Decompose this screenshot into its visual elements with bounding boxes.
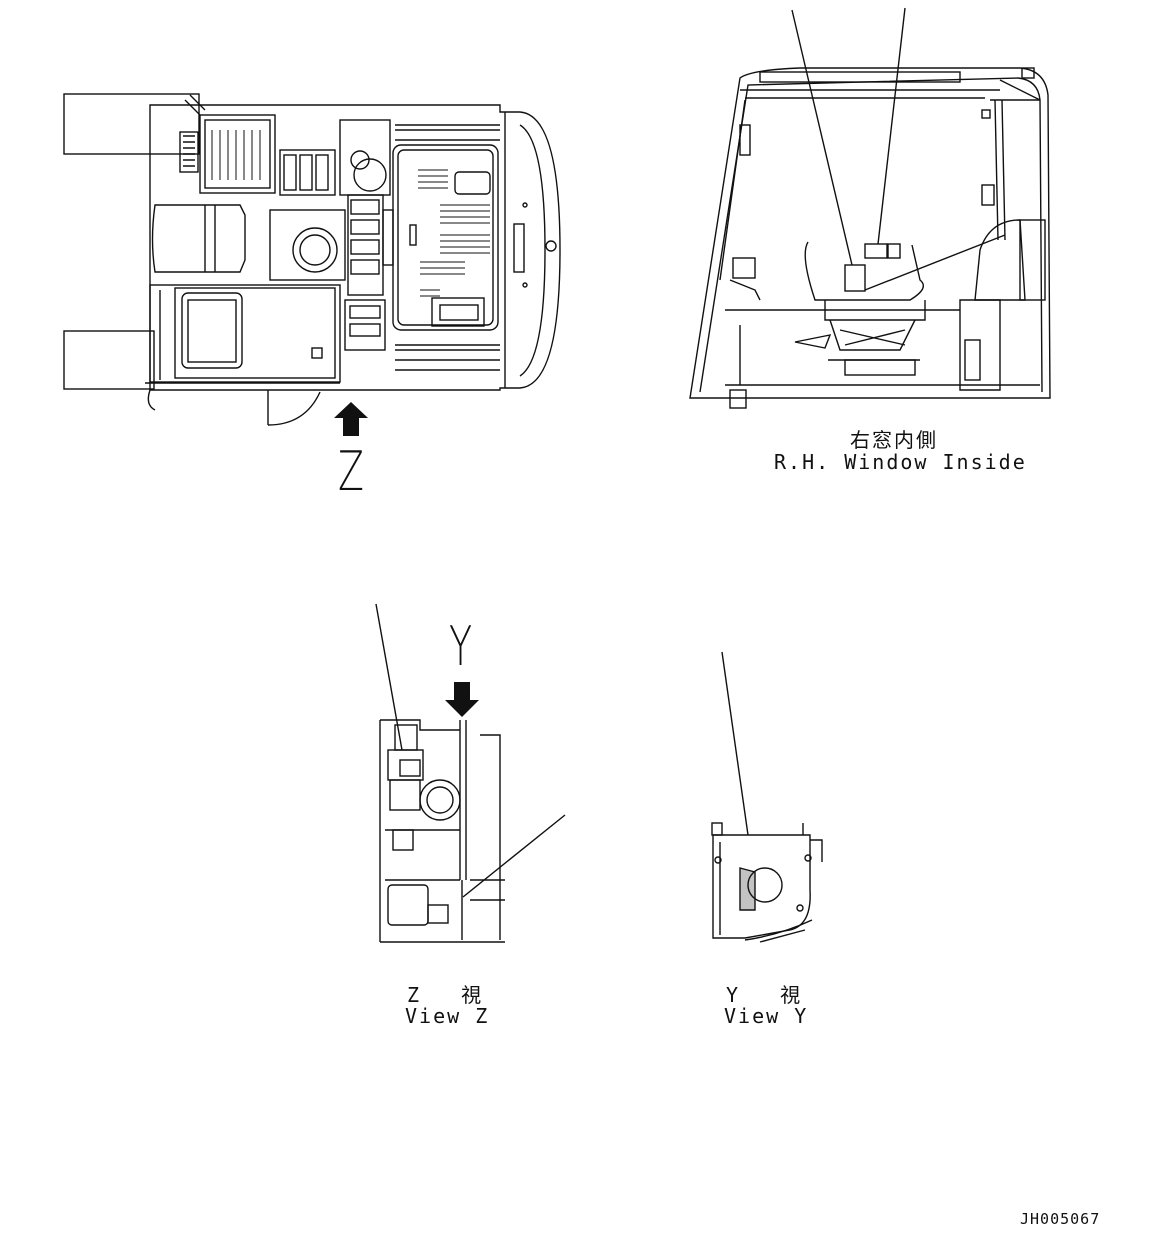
- view-z-arrow-label: Z: [338, 440, 364, 503]
- view-z: [375, 603, 566, 943]
- view-y-arrow-label: Y: [449, 615, 473, 678]
- view-z-caption-en: View Z: [405, 1004, 490, 1028]
- rh-window-caption-jp: 右窓内側: [850, 428, 938, 452]
- top-plan-view: [63, 93, 561, 436]
- rh-window-caption-en: R.H. Window Inside: [774, 450, 1027, 474]
- view-z-caption-jp: Z 視: [407, 983, 484, 1007]
- drawing-number: JH005067: [1020, 1210, 1101, 1228]
- view-y-caption-jp: Y 視: [726, 983, 803, 1007]
- view-y-caption-en: View Y: [724, 1004, 809, 1028]
- rh-window-inside-view: [689, 7, 1051, 409]
- view-y: [711, 651, 823, 943]
